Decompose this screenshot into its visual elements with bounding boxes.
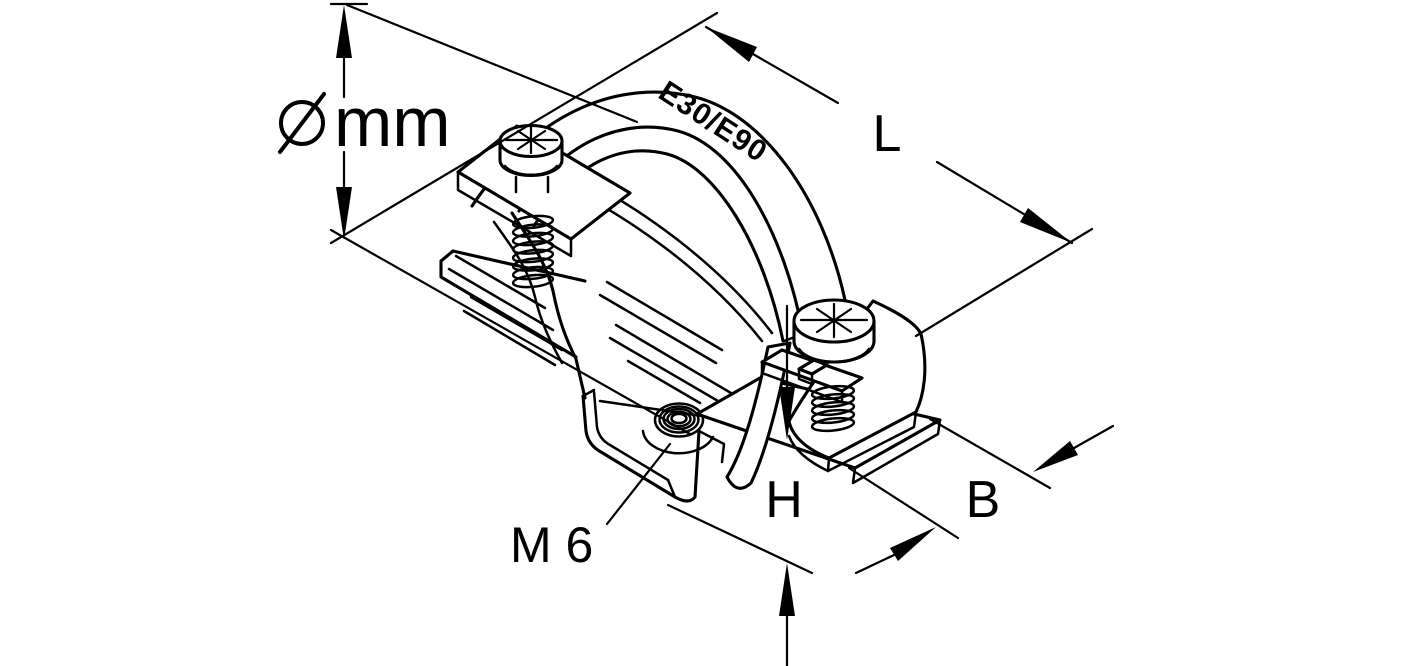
sheet-edges-left [447, 254, 564, 367]
dimension-height: H [666, 304, 814, 666]
clamp-body [439, 211, 738, 410]
left-screw-thread [511, 214, 555, 289]
band-end-tab [725, 341, 792, 490]
extension-line-bottom [666, 503, 814, 575]
cross-recess-icon [504, 125, 559, 155]
dimension-width: B [847, 417, 1115, 575]
extension-line-far [928, 417, 1052, 490]
diameter-symbol-icon [278, 92, 326, 154]
extension-line-near [847, 466, 960, 540]
extension-line-shared [329, 11, 719, 245]
extension-line-top [345, 3, 639, 124]
right-screw-head [792, 298, 876, 364]
cross-recess-icon [799, 302, 869, 339]
leader-line [605, 442, 672, 526]
extension-line-seat [329, 228, 692, 436]
length-label: L [873, 105, 902, 163]
diameter-unit-label: mm [334, 83, 451, 161]
height-label: H [765, 471, 803, 529]
dimension-diameter: mm [278, 2, 719, 436]
width-label: B [966, 471, 1001, 529]
left-screw-head [498, 123, 564, 178]
base-channel [581, 388, 738, 503]
extension-line-right [914, 227, 1094, 338]
right-screw-thread [810, 384, 856, 433]
left-screw [498, 123, 564, 289]
sheet-edges-right [598, 280, 738, 410]
dimension-length: L [704, 25, 1094, 338]
thread-size-callout: M 6 [510, 442, 672, 573]
thread-size-label: M 6 [510, 517, 593, 573]
